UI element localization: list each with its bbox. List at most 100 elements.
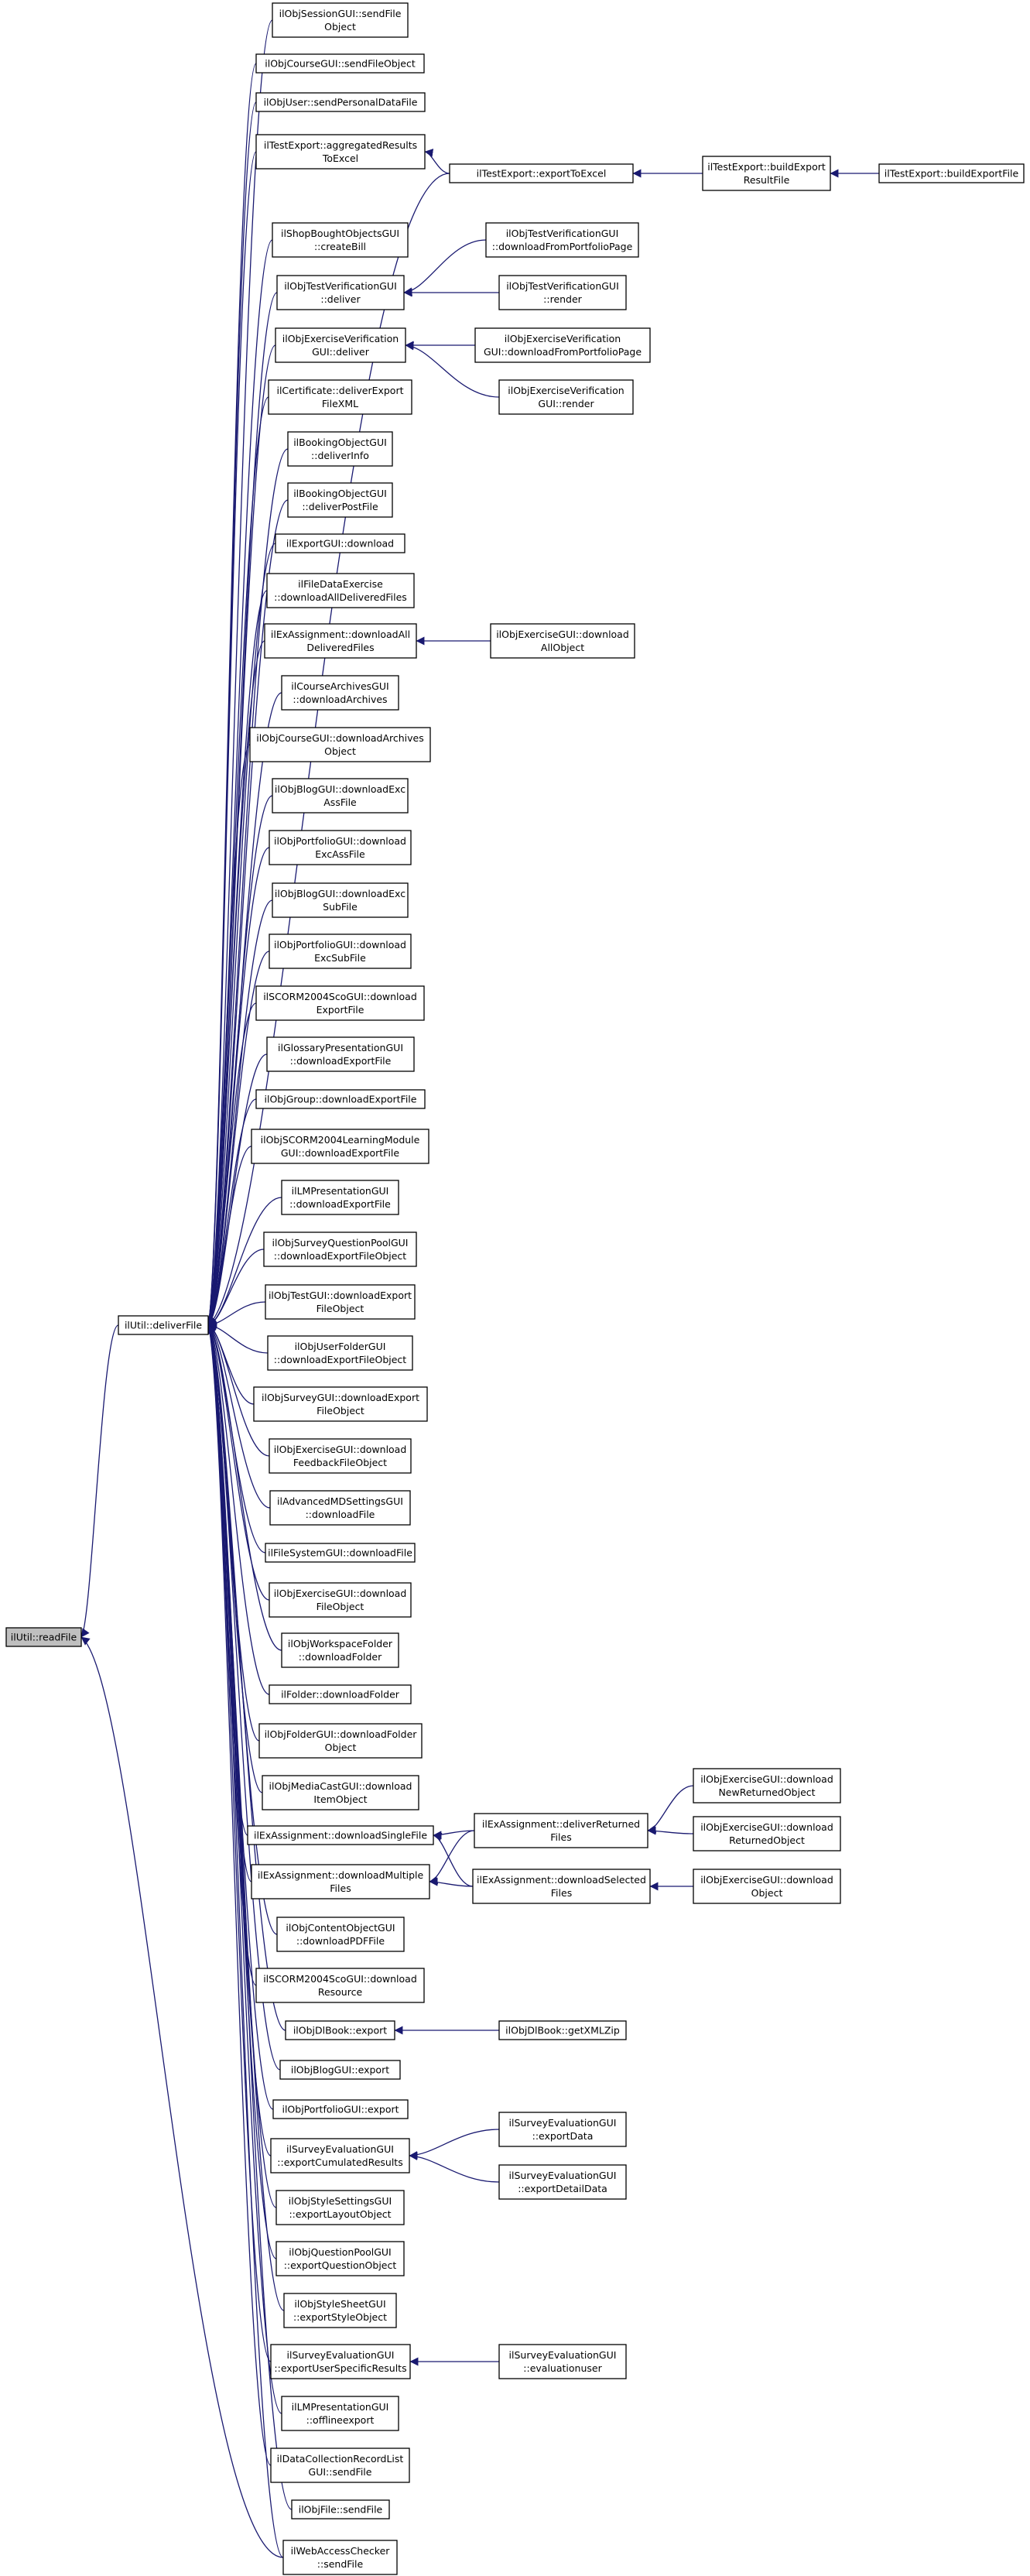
node-blogExport[interactable]: ilObjBlogGUI::export [279, 2060, 401, 2080]
node-box[interactable] [449, 163, 634, 183]
node-fileDataEx[interactable]: ilFileDataExercise::downloadAllDelivered… [266, 573, 415, 608]
node-testBuildFile[interactable]: ilTestExport::buildExportFile [878, 163, 1025, 183]
node-lmPresExport[interactable]: ilLMPresentationGUI::downloadExportFile [281, 1180, 399, 1215]
node-survExportData[interactable]: ilSurveyEvaluationGUI::exportData [498, 2112, 627, 2147]
node-box[interactable] [272, 222, 409, 258]
node-box[interactable] [287, 431, 393, 467]
node-box[interactable] [251, 1129, 429, 1164]
node-testVerRender[interactable]: ilObjTestVerificationGUI::render [498, 275, 627, 310]
node-box[interactable] [282, 2540, 398, 2575]
node-box[interactable] [258, 1723, 423, 1759]
node-testExport[interactable]: ilObjTestGUI::downloadExportFileObject [265, 1284, 416, 1320]
node-box[interactable] [693, 1816, 841, 1852]
node-box[interactable] [279, 2060, 401, 2080]
node-box[interactable] [276, 1917, 405, 1952]
node-box[interactable] [270, 2138, 410, 2174]
node-box[interactable] [255, 1089, 426, 1109]
node-survEvalUser[interactable]: ilSurveyEvaluationGUI::evaluationuser [498, 2344, 627, 2379]
node-box[interactable] [275, 2241, 405, 2276]
node-box[interactable] [474, 327, 651, 363]
node-styleLayout[interactable]: ilObjStyleSettingsGUI::exportLayoutObjec… [275, 2190, 405, 2225]
node-box[interactable] [269, 1490, 411, 1526]
node-surveyQPool[interactable]: ilObjSurveyQuestionPoolGUI::downloadExpo… [263, 1231, 417, 1267]
node-box[interactable] [275, 533, 405, 553]
node-exFeedback[interactable]: ilObjExerciseGUI::downloadFeedbackFileOb… [269, 1438, 412, 1474]
node-sessSend[interactable]: ilObjSessionGUI::sendFileObject [272, 2, 409, 38]
node-box[interactable] [269, 933, 412, 969]
node-box[interactable] [285, 2020, 395, 2040]
node-box[interactable] [247, 1825, 434, 1845]
node-box[interactable] [498, 2344, 627, 2379]
node-box[interactable] [472, 1869, 651, 1904]
node-box[interactable] [283, 2293, 397, 2328]
node-exAssignAll[interactable]: ilExAssignment::downloadAllDeliveredFile… [264, 623, 417, 659]
node-box[interactable] [255, 92, 426, 112]
node-userSend[interactable]: ilObjUser::sendPersonalDataFile [255, 92, 426, 112]
node-box[interactable] [272, 2099, 409, 2119]
node-box[interactable] [276, 275, 405, 310]
node-box[interactable] [5, 1627, 82, 1647]
node-box[interactable] [474, 1813, 648, 1848]
node-scormLM[interactable]: ilObjSCORM2004LearningModuleGUI::downloa… [251, 1129, 429, 1164]
node-deliverFile[interactable]: ilUtil::deliverFile [118, 1315, 209, 1335]
node-box[interactable] [291, 2499, 390, 2519]
node-box[interactable] [275, 2190, 405, 2225]
node-box[interactable] [281, 2396, 399, 2431]
node-box[interactable] [118, 1315, 209, 1335]
node-box[interactable] [693, 1768, 841, 1804]
node-readFile[interactable]: ilUtil::readFile [5, 1627, 82, 1647]
node-box[interactable] [255, 53, 425, 74]
node-wsFolder[interactable]: ilObjWorkspaceFolder::downloadFolder [281, 1632, 399, 1668]
node-survUser[interactable]: ilSurveyEvaluationGUI::exportUserSpecifi… [270, 2344, 411, 2379]
node-survCum[interactable]: ilSurveyEvaluationGUI::exportCumulatedRe… [270, 2138, 410, 2174]
node-exNewRet[interactable]: ilObjExerciseGUI::downloadNewReturnedObj… [693, 1768, 841, 1804]
node-shopBill[interactable]: ilShopBoughtObjectsGUI::createBill [272, 222, 409, 258]
node-box[interactable] [702, 156, 831, 191]
node-box[interactable] [281, 1632, 399, 1668]
node-glossExport[interactable]: ilGlossaryPresentationGUI::downloadExpor… [266, 1036, 415, 1072]
node-surveyExport[interactable]: ilObjSurveyGUI::downloadExportFileObject [253, 1386, 428, 1422]
node-scormExport[interactable]: ilSCORM2004ScoGUI::downloadExportFile [255, 985, 425, 1021]
node-styleSheet[interactable]: ilObjStyleSheetGUI::exportStyleObject [283, 2293, 397, 2328]
node-box[interactable] [265, 1284, 416, 1320]
node-box[interactable] [272, 778, 409, 814]
node-box[interactable] [269, 1438, 412, 1474]
node-box[interactable] [498, 2164, 627, 2200]
node-box[interactable] [287, 482, 393, 518]
node-objFileSend[interactable]: ilObjFile::sendFile [291, 2499, 390, 2519]
node-box[interactable] [255, 985, 425, 1021]
node-courseArch[interactable]: ilCourseArchivesGUI::downloadArchives [281, 675, 399, 711]
node-exSingle[interactable]: ilExAssignment::downloadSingleFile [247, 1825, 434, 1845]
node-testExcel[interactable]: ilTestExport::exportToExcel [449, 163, 634, 183]
node-groupExport[interactable]: ilObjGroup::downloadExportFile [255, 1089, 426, 1109]
node-webAccess[interactable]: ilWebAccessChecker::sendFile [282, 2540, 398, 2575]
node-box[interactable] [281, 675, 399, 711]
node-box[interactable] [878, 163, 1025, 183]
node-box[interactable] [263, 1231, 417, 1267]
node-testVerPortfolio[interactable]: ilObjTestVerificationGUI::downloadFromPo… [485, 222, 639, 258]
node-box[interactable] [269, 1582, 412, 1618]
node-box[interactable] [267, 1335, 413, 1371]
node-box[interactable] [262, 1775, 419, 1810]
node-lmOffline[interactable]: ilLMPresentationGUI::offlineexport [281, 2396, 399, 2431]
node-box[interactable] [269, 830, 412, 865]
node-exportDownload[interactable]: ilExportGUI::download [275, 533, 405, 553]
node-advMD[interactable]: ilAdvancedMDSettingsGUI::downloadFile [269, 1490, 411, 1526]
node-folderDl[interactable]: ilFolder::downloadFolder [269, 1684, 412, 1704]
node-box[interactable] [270, 2448, 410, 2483]
